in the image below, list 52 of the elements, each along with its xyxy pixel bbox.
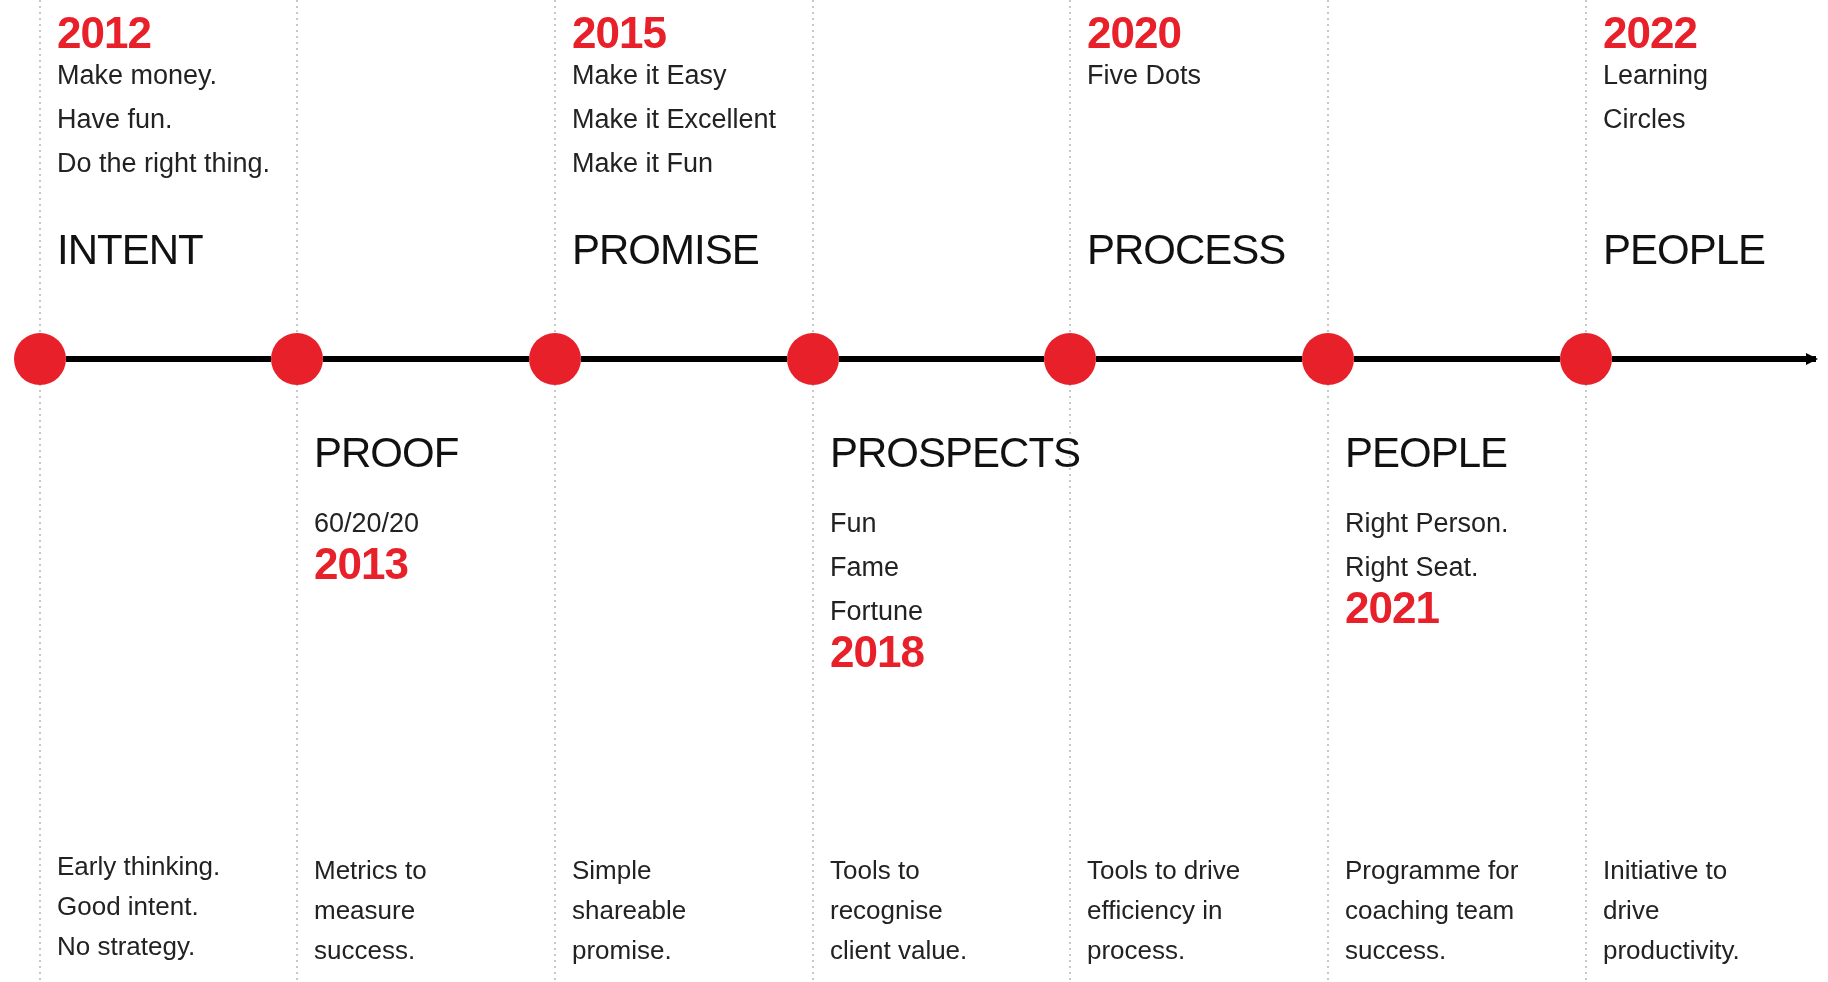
list-item: Make it Easy: [572, 59, 727, 91]
description: Good intent.: [57, 890, 199, 923]
timeline-line: [1096, 356, 1302, 362]
section-heading: PROOF: [314, 428, 459, 478]
section-heading: PEOPLE: [1345, 428, 1508, 478]
description: Programme for coaching team success.: [1345, 854, 1520, 967]
timeline-line: [839, 356, 1044, 362]
list-item: Make it Excellent: [572, 103, 777, 135]
section-heading: PEOPLE: [1603, 225, 1766, 275]
year-label: 2013: [314, 539, 408, 589]
list-item: Circles: [1603, 103, 1686, 135]
arrow: [1612, 353, 1818, 365]
timeline-dot: [1302, 333, 1354, 385]
list-item: Have fun.: [57, 103, 173, 135]
list-item: Fortune: [830, 595, 924, 627]
year-label: 2012: [57, 8, 151, 58]
section-heading: PROMISE: [572, 225, 759, 275]
timeline-dot: [787, 333, 839, 385]
section-heading: INTENT: [57, 225, 203, 275]
timeline-dot: [1044, 333, 1096, 385]
year-label: 2020: [1087, 8, 1181, 58]
list-item: Right Seat.: [1345, 551, 1479, 583]
list-item: Five Dots: [1087, 59, 1202, 91]
description: Metrics to measure success.: [314, 854, 428, 967]
year-label: 2021: [1345, 583, 1439, 633]
list-item: 60/20/20: [314, 507, 420, 539]
year-label: 2015: [572, 8, 666, 58]
list-item: Right Person.: [1345, 507, 1509, 539]
timeline-dot: [14, 333, 66, 385]
description: Tools to recognise client value.: [830, 854, 969, 967]
list-item: Fun: [830, 507, 877, 539]
description: Tools to drive efficiency in process.: [1087, 854, 1242, 967]
year-label: 2018: [830, 627, 924, 677]
timeline-dot: [529, 333, 581, 385]
list-item: Make money.: [57, 59, 218, 91]
description: Early thinking.: [57, 850, 221, 883]
timeline-dot: [271, 333, 323, 385]
year-label: 2022: [1603, 8, 1697, 58]
list-item: Fame: [830, 551, 900, 583]
timeline-line: [66, 356, 271, 362]
timeline-dot: [1560, 333, 1612, 385]
list-item: Do the right thing.: [57, 147, 271, 179]
section-heading: PROSPECTS: [830, 428, 1081, 478]
list-item: Make it Fun: [572, 147, 714, 179]
section-heading: PROCESS: [1087, 225, 1286, 275]
description: Simple shareable promise.: [572, 854, 688, 967]
description: No strategy.: [57, 930, 196, 963]
timeline-line: [323, 356, 529, 362]
timeline-line: [1354, 356, 1560, 362]
description: Initiative to drive productivity.: [1603, 854, 1741, 967]
timeline-line: [581, 356, 787, 362]
list-item: Learning: [1603, 59, 1709, 91]
